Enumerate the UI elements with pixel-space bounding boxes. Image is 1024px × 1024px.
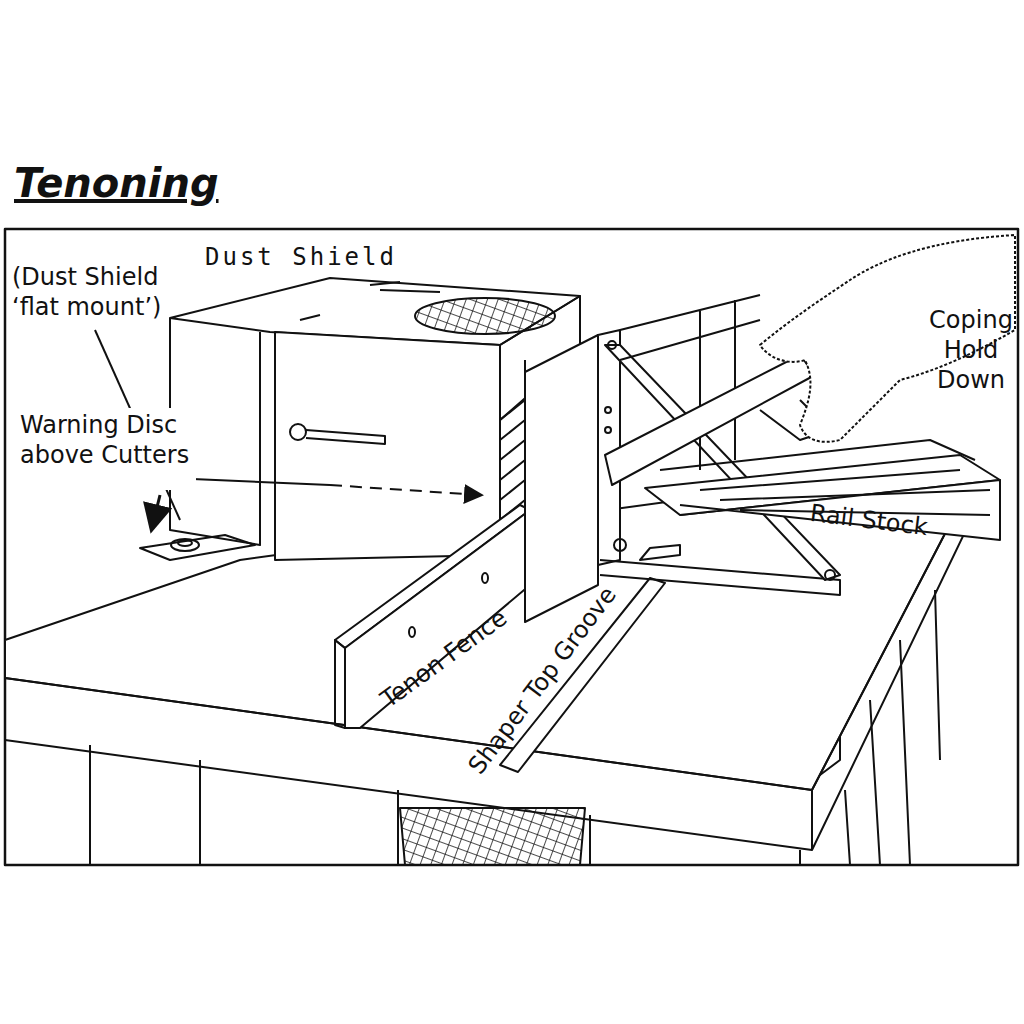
title: Tenoning [14,160,219,206]
leader-arrow [152,495,160,528]
sled-plate [525,335,598,622]
part-label: (Dust Shield ‘flat mount’) [12,262,187,322]
coping-hold-down [605,355,830,485]
part-label: Dust Shield [205,242,445,272]
cutter-axis [330,485,480,495]
part-label: Coping Hold Down [925,305,1017,395]
part-label: Warning Disc above Cutters [20,410,200,470]
fan-grille [400,808,585,865]
warning-disc [140,535,255,560]
frame [5,229,1018,865]
